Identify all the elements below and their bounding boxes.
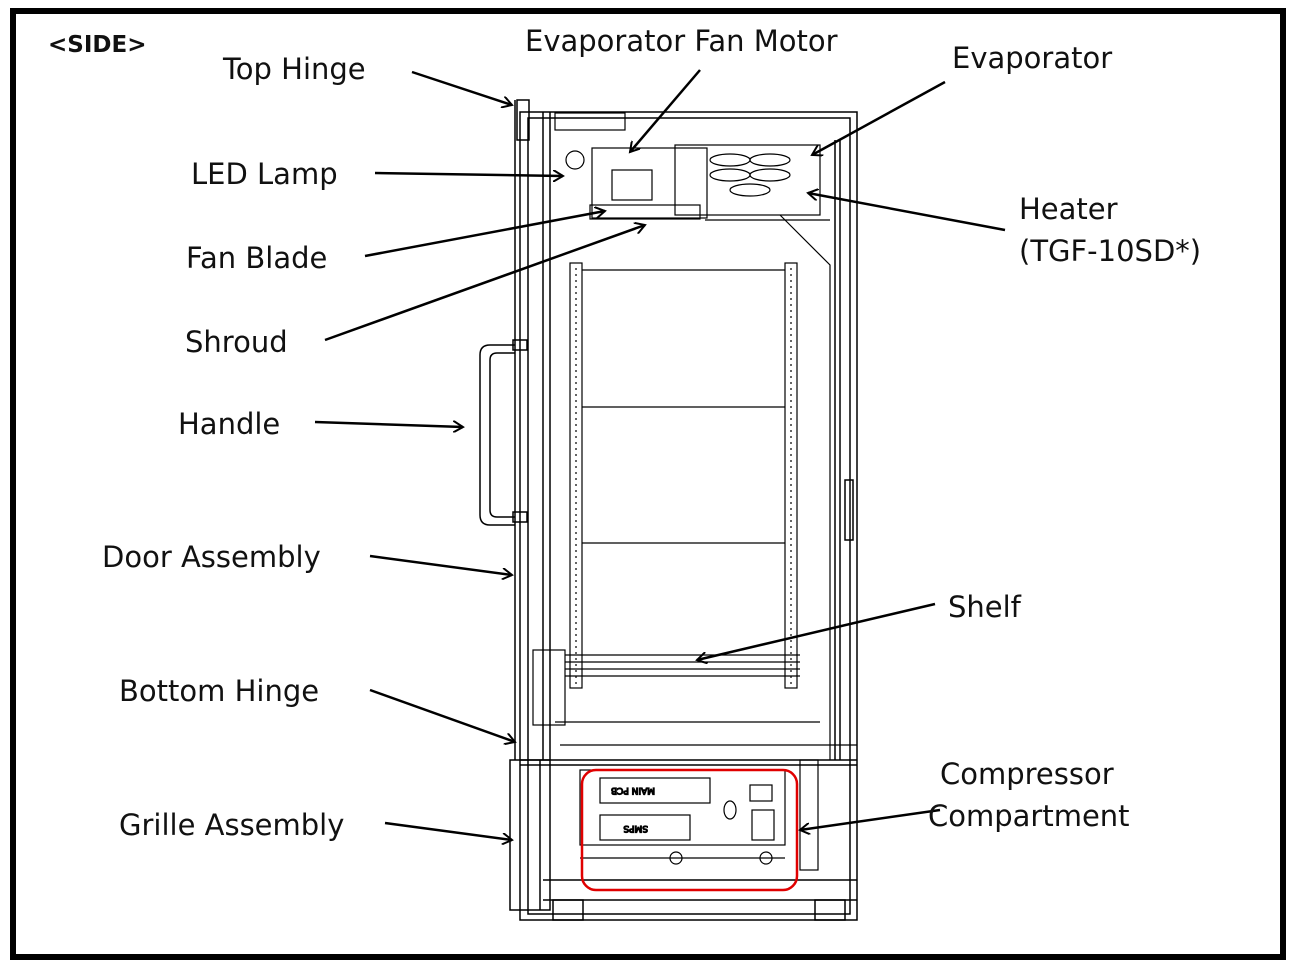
- arrow-led-lamp: [374, 173, 563, 176]
- label-grille-assembly: Grille Assembly: [119, 808, 345, 842]
- compressor-highlight-box: [580, 768, 799, 892]
- label-compressor: Compressor: [940, 757, 1114, 791]
- arrow-shelf: [697, 602, 936, 660]
- main-pcb-label: MAIN PCB: [611, 785, 655, 795]
- label-evap-fan-motor: Evaporator Fan Motor: [525, 24, 838, 58]
- arrow-evaporator: [812, 80, 946, 155]
- label-fan-blade: Fan Blade: [186, 241, 328, 275]
- cabinet-outline: [509, 99, 858, 921]
- label-compartment: Compartment: [928, 799, 1130, 833]
- arrow-evap-fan-motor: [630, 69, 701, 152]
- arrow-top-hinge: [411, 70, 512, 105]
- arrow-compressor: [800, 808, 941, 830]
- label-shroud: Shroud: [185, 325, 288, 359]
- label-evaporator: Evaporator: [952, 41, 1113, 75]
- top-evaporator-assembly: [554, 112, 831, 760]
- arrow-grille-assembly: [384, 821, 512, 840]
- arrow-fan-blade: [364, 211, 605, 258]
- label-shelf: Shelf: [948, 590, 1021, 624]
- callout-arrows: [314, 69, 1006, 840]
- view-title: <SIDE>: [48, 32, 147, 58]
- arrow-door-assembly: [369, 554, 512, 575]
- handle-drawing: [479, 339, 528, 526]
- arrow-handle: [314, 422, 463, 427]
- label-top-hinge: Top Hinge: [223, 52, 366, 86]
- label-led-lamp: LED Lamp: [191, 157, 338, 191]
- compressor-compartment-drawing: MAIN PCB SMPS: [579, 759, 819, 871]
- label-bottom-hinge: Bottom Hinge: [119, 674, 320, 708]
- arrow-bottom-hinge: [369, 688, 515, 742]
- diagram-frame: [10, 8, 1286, 960]
- label-handle: Handle: [178, 407, 281, 441]
- smps-label: SMPS: [623, 823, 648, 833]
- label-heater-model: (TGF-10SD*): [1019, 234, 1202, 268]
- arrow-heater: [808, 193, 1006, 232]
- arrow-shroud: [324, 225, 645, 342]
- label-heater: Heater: [1019, 192, 1118, 226]
- label-door-assembly: Door Assembly: [102, 540, 321, 574]
- shelf-rails: [532, 262, 857, 746]
